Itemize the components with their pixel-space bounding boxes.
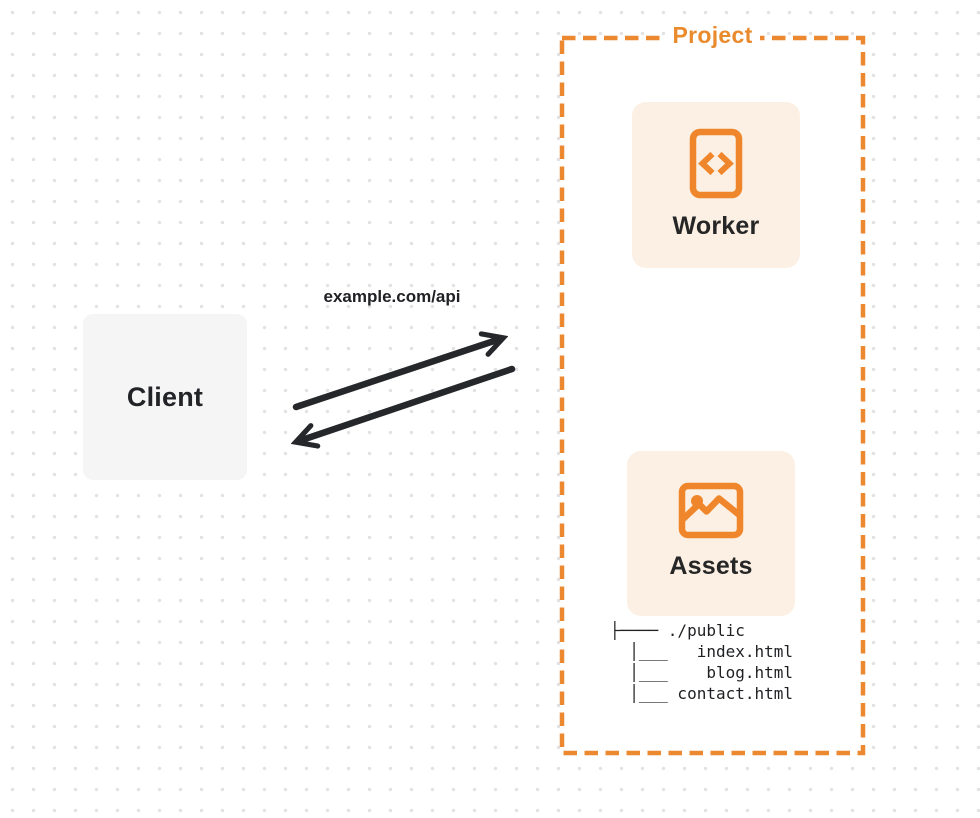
client-node: Client bbox=[83, 314, 247, 480]
tree-line-index: │___ index.html bbox=[610, 642, 794, 661]
public-file-tree: ├──── ./public │___ index.html │___ blog… bbox=[610, 620, 793, 704]
image-icon bbox=[678, 482, 744, 539]
request-arrow bbox=[292, 339, 500, 411]
code-icon bbox=[689, 128, 743, 199]
tree-line-blog: │___ blog.html bbox=[610, 663, 794, 682]
response-arrow bbox=[299, 365, 516, 441]
request-url-label: example.com/api bbox=[323, 287, 461, 306]
client-label: Client bbox=[126, 381, 204, 412]
tree-line-contact: │___ contact.html bbox=[610, 684, 794, 703]
project-container: Project Worker Assets ├──── ./public │__… bbox=[559, 22, 866, 756]
assets-node: Assets bbox=[627, 451, 795, 616]
worker-label: Worker bbox=[672, 212, 760, 240]
tree-line-root: ├──── ./public bbox=[610, 621, 745, 640]
assets-label: Assets bbox=[669, 552, 753, 580]
worker-node: Worker bbox=[632, 102, 800, 268]
